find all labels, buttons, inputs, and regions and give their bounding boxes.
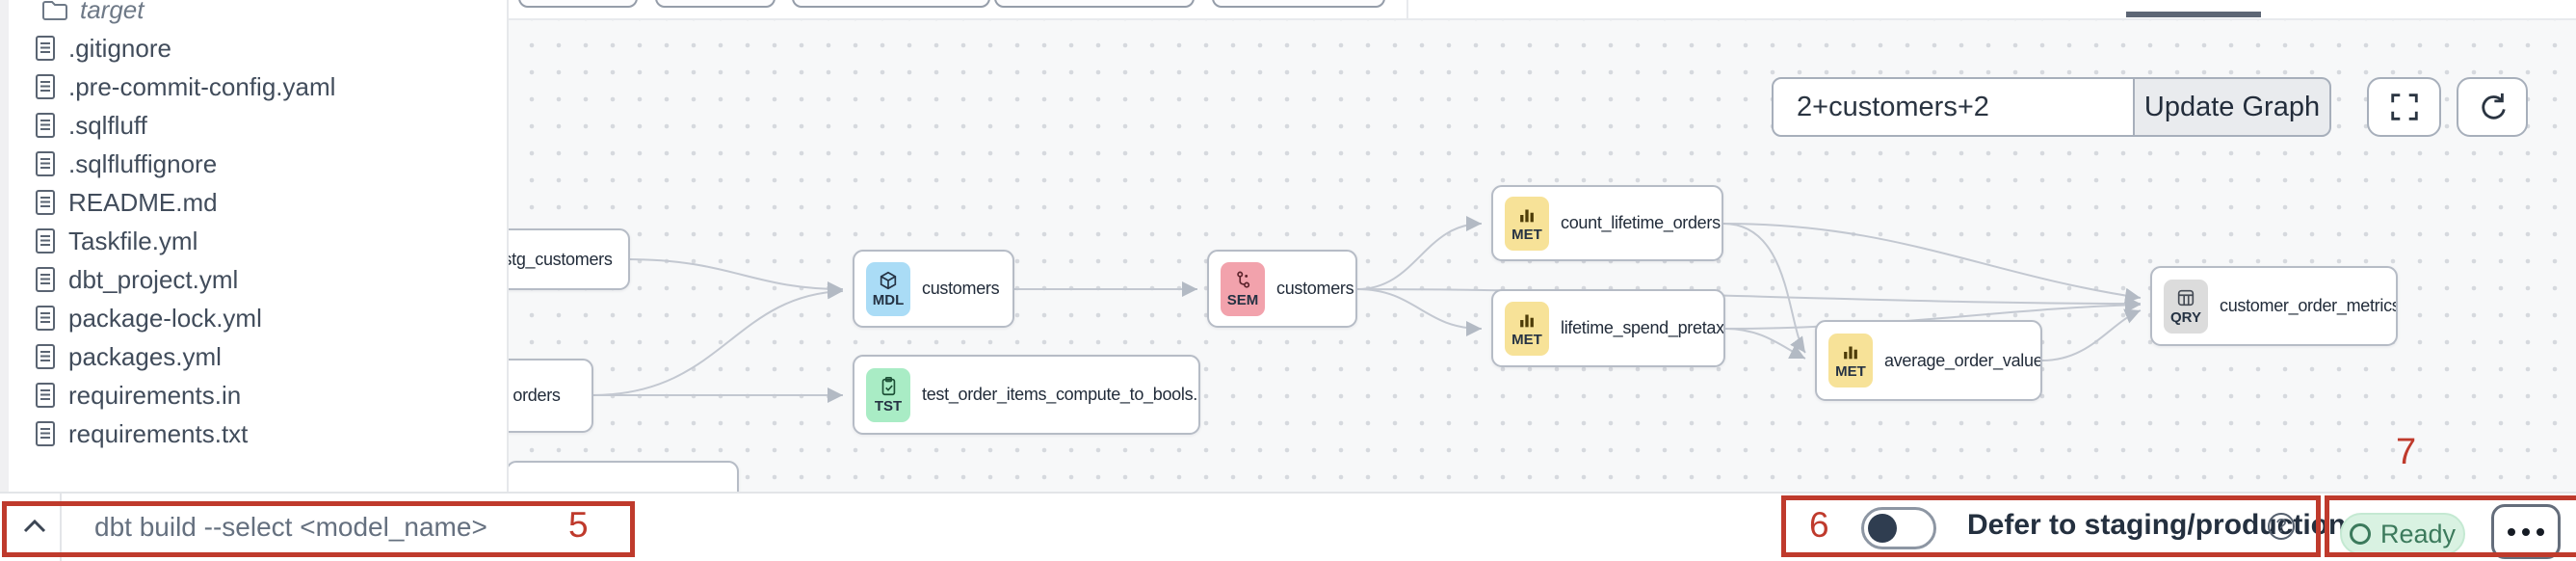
dot-icon [2522,527,2530,536]
refresh-icon [2482,93,2506,120]
help-icon[interactable]: ? [2268,513,2295,540]
node-label: count_lifetime_orders [1561,213,1721,232]
lineage-canvas[interactable]: stg_customers orders MDL customers TST t… [509,20,2576,492]
file-row-pre-commit-config[interactable]: .pre-commit-config.yaml [9,67,507,106]
cube-icon [880,271,897,289]
node-label: customer_order_metrics [2220,296,2398,315]
file-row-dbt-project[interactable]: dbt_project.yml [9,260,507,299]
model-badge: MDL [866,261,910,316]
table-icon [2177,289,2195,306]
overflow-menu-button[interactable] [2491,504,2561,559]
file-icon [34,150,57,177]
graph-node-stg-customers[interactable]: stg_customers [509,228,630,290]
node-label: customers [922,279,1000,298]
defer-toggle[interactable] [1861,507,1936,549]
folder-icon [41,0,68,21]
graph-node-partial[interactable] [509,461,739,492]
toggle-knob [1868,514,1897,543]
file-row-gitignore[interactable]: .gitignore [9,29,507,67]
semantic-badge: SEM [1221,261,1265,316]
annotation-number-7: 7 [2396,432,2417,472]
status-label: Ready [2379,519,2457,548]
clipboard-check-icon [881,376,896,395]
file-row-taskfile[interactable]: Taskfile.yml [9,222,507,260]
toolbar-button-fragment[interactable] [655,0,775,8]
update-graph-button[interactable]: Update Graph [2133,77,2331,137]
node-label: customers [1276,279,1354,298]
file-row-sqlfluffignore[interactable]: .sqlfluffignore [9,145,507,183]
fullscreen-icon [2390,94,2418,120]
toolbar-button-fragment[interactable] [994,0,1195,8]
file-icon [34,189,57,216]
node-label: test_order_items_compute_to_bools... [922,385,1200,404]
chevron-up-icon [23,519,46,533]
branch-icon [1237,271,1250,288]
file-row-requirements-txt[interactable]: requirements.txt [9,414,507,453]
top-strip-divider [1406,0,1408,18]
graph-node-orders[interactable]: orders [509,359,593,433]
file-icon [34,35,57,62]
node-label: stg_customers [509,249,613,269]
graph-node-test-order-items[interactable]: TST test_order_items_compute_to_bools... [853,355,1200,435]
file-row-target[interactable]: target [9,0,507,29]
bar-chart-icon [1520,314,1534,327]
file-icon [34,112,57,139]
file-row-readme[interactable]: README.md [9,183,507,222]
file-explorer-panel: target .gitignore .pre-commit-config.yam… [0,0,509,492]
node-label: orders [513,386,561,405]
graph-node-count-lifetime-orders[interactable]: MET count_lifetime_orders [1491,185,1723,261]
file-list: target .gitignore .pre-commit-config.yam… [9,0,507,453]
file-icon [34,382,57,409]
file-row-packages[interactable]: packages.yml [9,337,507,376]
graph-node-average-order-value[interactable]: MET average_order_value [1815,320,2042,401]
file-icon [34,420,57,447]
dot-icon [2508,527,2515,536]
bar-chart-icon [1844,346,1857,360]
test-badge: TST [866,367,910,422]
query-badge: QRY [2164,279,2208,334]
file-row-requirements-in[interactable]: requirements.in [9,376,507,414]
file-row-package-lock[interactable]: package-lock.yml [9,299,507,337]
metric-badge: MET [1828,334,1873,387]
file-icon [34,73,57,100]
fullscreen-button[interactable] [2367,77,2441,137]
node-label: lifetime_spend_pretax [1561,318,1724,337]
file-row-sqlfluff[interactable]: .sqlfluff [9,106,507,145]
graph-node-customers-model[interactable]: MDL customers [853,250,1014,328]
file-icon [34,343,57,370]
graph-node-customers-semantic[interactable]: SEM customers [1207,250,1357,328]
file-icon [34,266,57,293]
active-tab-indicator [2126,12,2261,17]
toolbar-button-fragment[interactable] [518,0,638,8]
top-toolbar-strip [509,0,2576,20]
metric-badge: MET [1505,196,1549,251]
status-ring-icon [2349,523,2371,545]
bar-chart-icon [1520,209,1534,222]
file-panel-scrollbar-gutter[interactable] [0,0,9,492]
graph-node-customer-order-metrics[interactable]: QRY customer_order_metrics [2150,266,2398,346]
file-icon [34,305,57,332]
lineage-edges [591,216,2142,403]
graph-node-lifetime-spend-pretax[interactable]: MET lifetime_spend_pretax [1491,289,1725,367]
dbt-command-input[interactable] [92,501,578,553]
dot-icon [2537,527,2544,536]
toolbar-button-fragment[interactable] [792,0,990,8]
status-badge[interactable]: Ready [2340,513,2465,555]
expand-command-bar-button[interactable] [13,505,56,548]
metric-badge: MET [1505,301,1549,356]
refresh-button[interactable] [2457,77,2528,137]
node-label: average_order_value [1884,350,2042,370]
command-bar: 5 6 Defer to staging/production ? Ready [0,492,2576,561]
lineage-selector-input[interactable] [1772,77,2135,137]
annotation-number-6: 6 [1809,505,1829,545]
command-bar-divider [60,494,62,561]
toolbar-button-fragment[interactable] [1212,0,1385,8]
file-icon [34,227,57,254]
